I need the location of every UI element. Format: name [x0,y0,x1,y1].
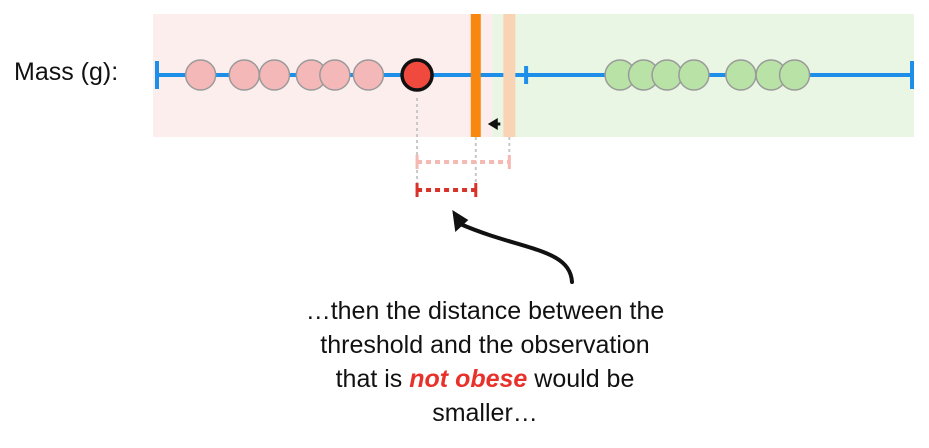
caption-line-3-before: that is [335,365,410,393]
highlighted-observation [400,58,434,92]
threshold-bar [470,14,481,137]
caption-pointer-arrow-shaft [458,222,574,284]
threshold-move-arrow-head [487,118,498,130]
caption-line-2: threshold and the observation [320,331,650,359]
obese-observation [678,59,710,91]
obese-observation [651,59,683,91]
caption-line-1: …then the distance between the [305,297,665,325]
not-obese-observation [319,59,351,91]
not-obese-observation [258,59,291,91]
not-obese-observation [228,59,260,91]
caption-line-3-after: would be [527,365,635,393]
caption-pointer-arrow-head [452,210,469,232]
obese-observation [778,59,811,91]
obese-observation [725,59,757,91]
caption-line-3: that is not obese would be [240,362,730,396]
previous-threshold-bar [503,14,516,137]
caption-line-4: smaller… [432,399,538,427]
not-obese-observation [352,59,385,91]
not-obese-observation [184,59,217,91]
axis-label: Mass (g): [14,58,119,86]
caption: …then the distance between the threshold… [240,294,730,430]
caption-not-obese-emphasis: not obese [409,365,528,393]
